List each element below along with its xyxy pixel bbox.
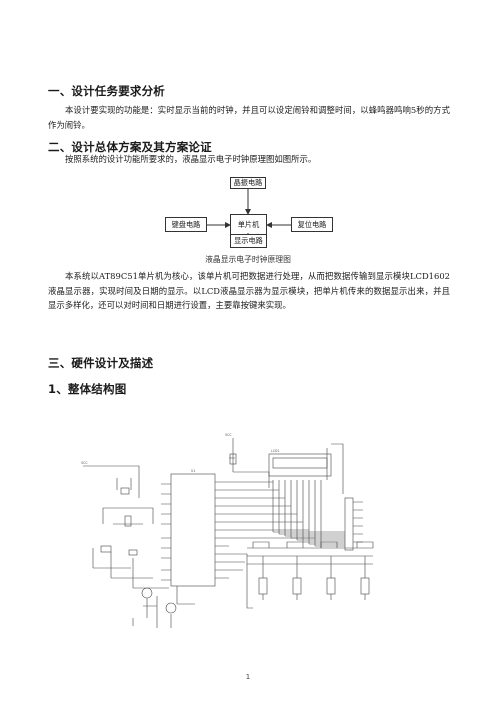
crystal-circuit-box: 晶振电路	[230, 177, 266, 189]
keyboard-circuit-box: 键盘电路	[165, 217, 207, 232]
diagram-caption: 液晶显示电子时钟原理图	[205, 255, 291, 264]
subsection-heading: 1、整体结构图	[48, 382, 127, 396]
svg-text:VCC: VCC	[225, 433, 232, 437]
page-number: 1	[245, 673, 251, 681]
intro-text: 按照系统的设计功能所要求的，液晶显示电子时钟原理图如图所示。	[65, 154, 317, 164]
svg-text:LCD1: LCD1	[271, 449, 279, 453]
requirements-text: 本设计要实现的功能是：实时显示当前的时钟，并且可以设定闹铃和调整时间，以蜂鸣器鸣…	[48, 105, 450, 130]
system-description: 本系统以AT89C51单片机为核心，该单片机可把数据进行处理，从而把数据传输到显…	[48, 271, 450, 310]
display-circuit-box: 显示电路	[230, 234, 267, 248]
section-2-heading: 二、设计总体方案及其方案论证	[48, 140, 212, 154]
reset-circuit-box: 复位电路	[291, 217, 333, 232]
svg-text:VCC: VCC	[81, 461, 88, 465]
section-3-heading: 三、硬件设计及描述	[48, 356, 154, 370]
svg-text:U1: U1	[191, 469, 195, 473]
section-1-heading: 一、设计任务要求分析	[48, 84, 165, 98]
circuit-schematic: U1 LCD1 VCC VCC	[81, 433, 374, 628]
section-1-paragraph: 本设计要实现的功能是：实时显示当前的时钟，并且可以设定闹铃和调整时间，以蜂鸣器鸣…	[48, 103, 450, 132]
section-2-paragraph: 本系统以AT89C51单片机为核心，该单片机可把数据进行处理，从而把数据传输到显…	[48, 269, 450, 313]
mcu-box: 单片机	[230, 214, 267, 236]
section-2-intro: 按照系统的设计功能所要求的，液晶显示电子时钟原理图如图所示。	[48, 152, 450, 167]
